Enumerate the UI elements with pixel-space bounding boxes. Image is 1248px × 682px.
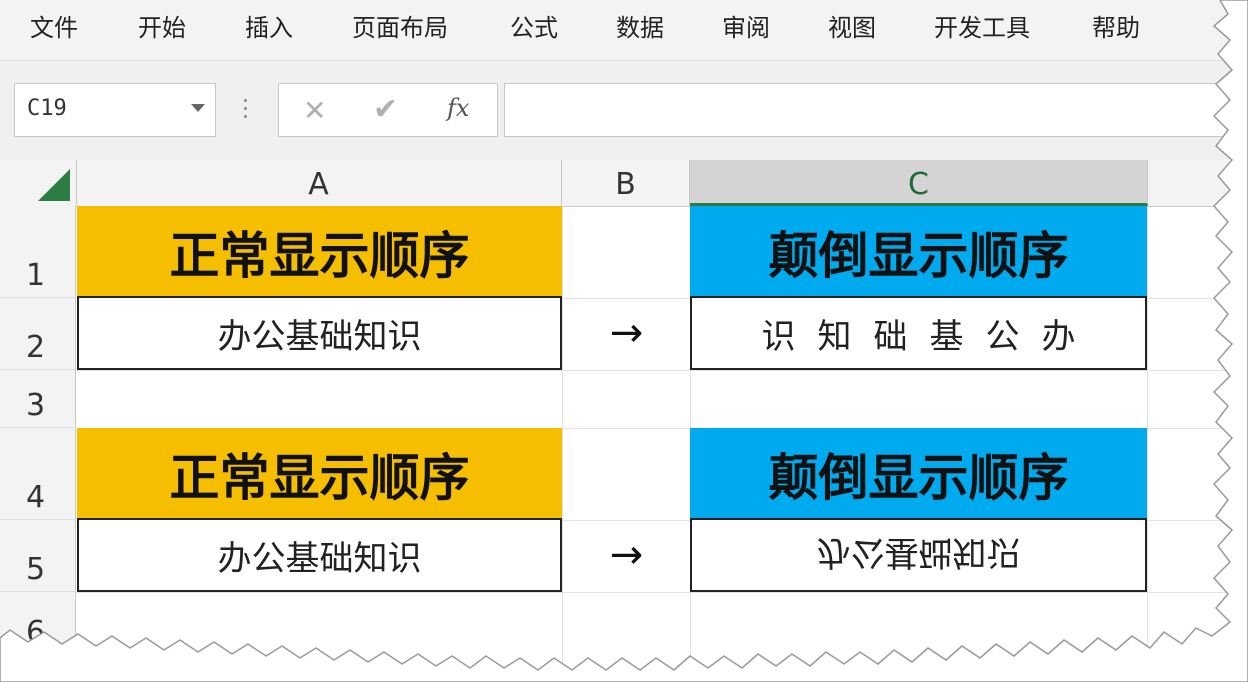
cancel-icon[interactable]: ✕ — [303, 94, 327, 127]
ribbon-menu-bar: 文件 开始 插入 页面布局 公式 数据 审阅 视图 开发工具 帮助 — [0, 0, 1230, 60]
menu-page-layout[interactable]: 页面布局 — [352, 14, 448, 42]
menu-review[interactable]: 审阅 — [722, 14, 770, 42]
row-number: 5 — [26, 552, 46, 587]
cell-a2[interactable]: 办公基础知识 — [77, 296, 562, 370]
chevron-down-icon[interactable] — [191, 104, 205, 112]
menu-developer[interactable]: 开发工具 — [934, 14, 1030, 42]
column-header-c[interactable]: C — [690, 160, 1148, 206]
column-header-a[interactable]: A — [76, 160, 562, 206]
menu-view[interactable]: 视图 — [828, 14, 876, 42]
row-number: 1 — [26, 258, 46, 293]
select-all-triangle-icon — [38, 169, 70, 201]
insert-function-icon[interactable]: fx — [447, 94, 470, 122]
row-number: 4 — [26, 480, 46, 515]
row-header-6[interactable]: 6 — [0, 592, 76, 682]
name-box[interactable]: C19 — [14, 83, 216, 137]
formula-buttons: ✕ ✔ fx — [278, 83, 498, 137]
cell-c1[interactable]: 颠倒显示顺序 — [690, 206, 1147, 298]
row-header-1[interactable]: 1 — [0, 206, 76, 298]
cell-c4[interactable]: 颠倒显示顺序 — [690, 428, 1147, 520]
menu-help[interactable]: 帮助 — [1092, 14, 1140, 42]
gridline — [1147, 206, 1148, 682]
menu-formulas[interactable]: 公式 — [510, 14, 558, 42]
gridline — [562, 206, 563, 682]
row-header-2[interactable]: 2 — [0, 298, 76, 370]
gridline — [76, 370, 1230, 371]
row-header-4[interactable]: 4 — [0, 428, 76, 520]
check-icon[interactable]: ✔ — [373, 92, 399, 127]
row-number: 3 — [26, 388, 46, 423]
formula-input[interactable] — [504, 83, 1230, 137]
row-number: 6 — [26, 615, 46, 650]
worksheet-grid: A B C 1 2 3 4 5 6 正常显示顺序 颠倒显示顺序 办公基础知识 →… — [0, 160, 1230, 682]
cell-c2[interactable]: 识知础基公办 — [690, 296, 1147, 370]
formula-bar: C19 ✕ ✔ fx — [0, 60, 1230, 161]
cell-c5[interactable]: 办公基础知识 — [690, 518, 1147, 592]
menu-home[interactable]: 开始 — [138, 14, 186, 42]
cell-a5[interactable]: 办公基础知识 — [77, 518, 562, 592]
row-header-3[interactable]: 3 — [0, 370, 76, 428]
row-header-5[interactable]: 5 — [0, 520, 76, 592]
cell-a1[interactable]: 正常显示顺序 — [77, 206, 562, 298]
drag-handle-icon[interactable] — [244, 99, 248, 123]
column-header-b[interactable]: B — [562, 160, 690, 206]
select-all-button[interactable] — [0, 160, 77, 206]
menu-file[interactable]: 文件 — [30, 14, 78, 42]
cell-b5[interactable]: → — [609, 532, 644, 578]
name-box-value: C19 — [27, 96, 67, 121]
menu-insert[interactable]: 插入 — [245, 14, 293, 42]
cell-b2[interactable]: → — [609, 310, 644, 356]
menu-data[interactable]: 数据 — [616, 14, 664, 42]
gridline — [76, 592, 1230, 593]
cell-a4[interactable]: 正常显示顺序 — [77, 428, 562, 520]
flipped-text: 办公基础知识 — [816, 531, 1021, 572]
row-number: 2 — [26, 330, 46, 365]
